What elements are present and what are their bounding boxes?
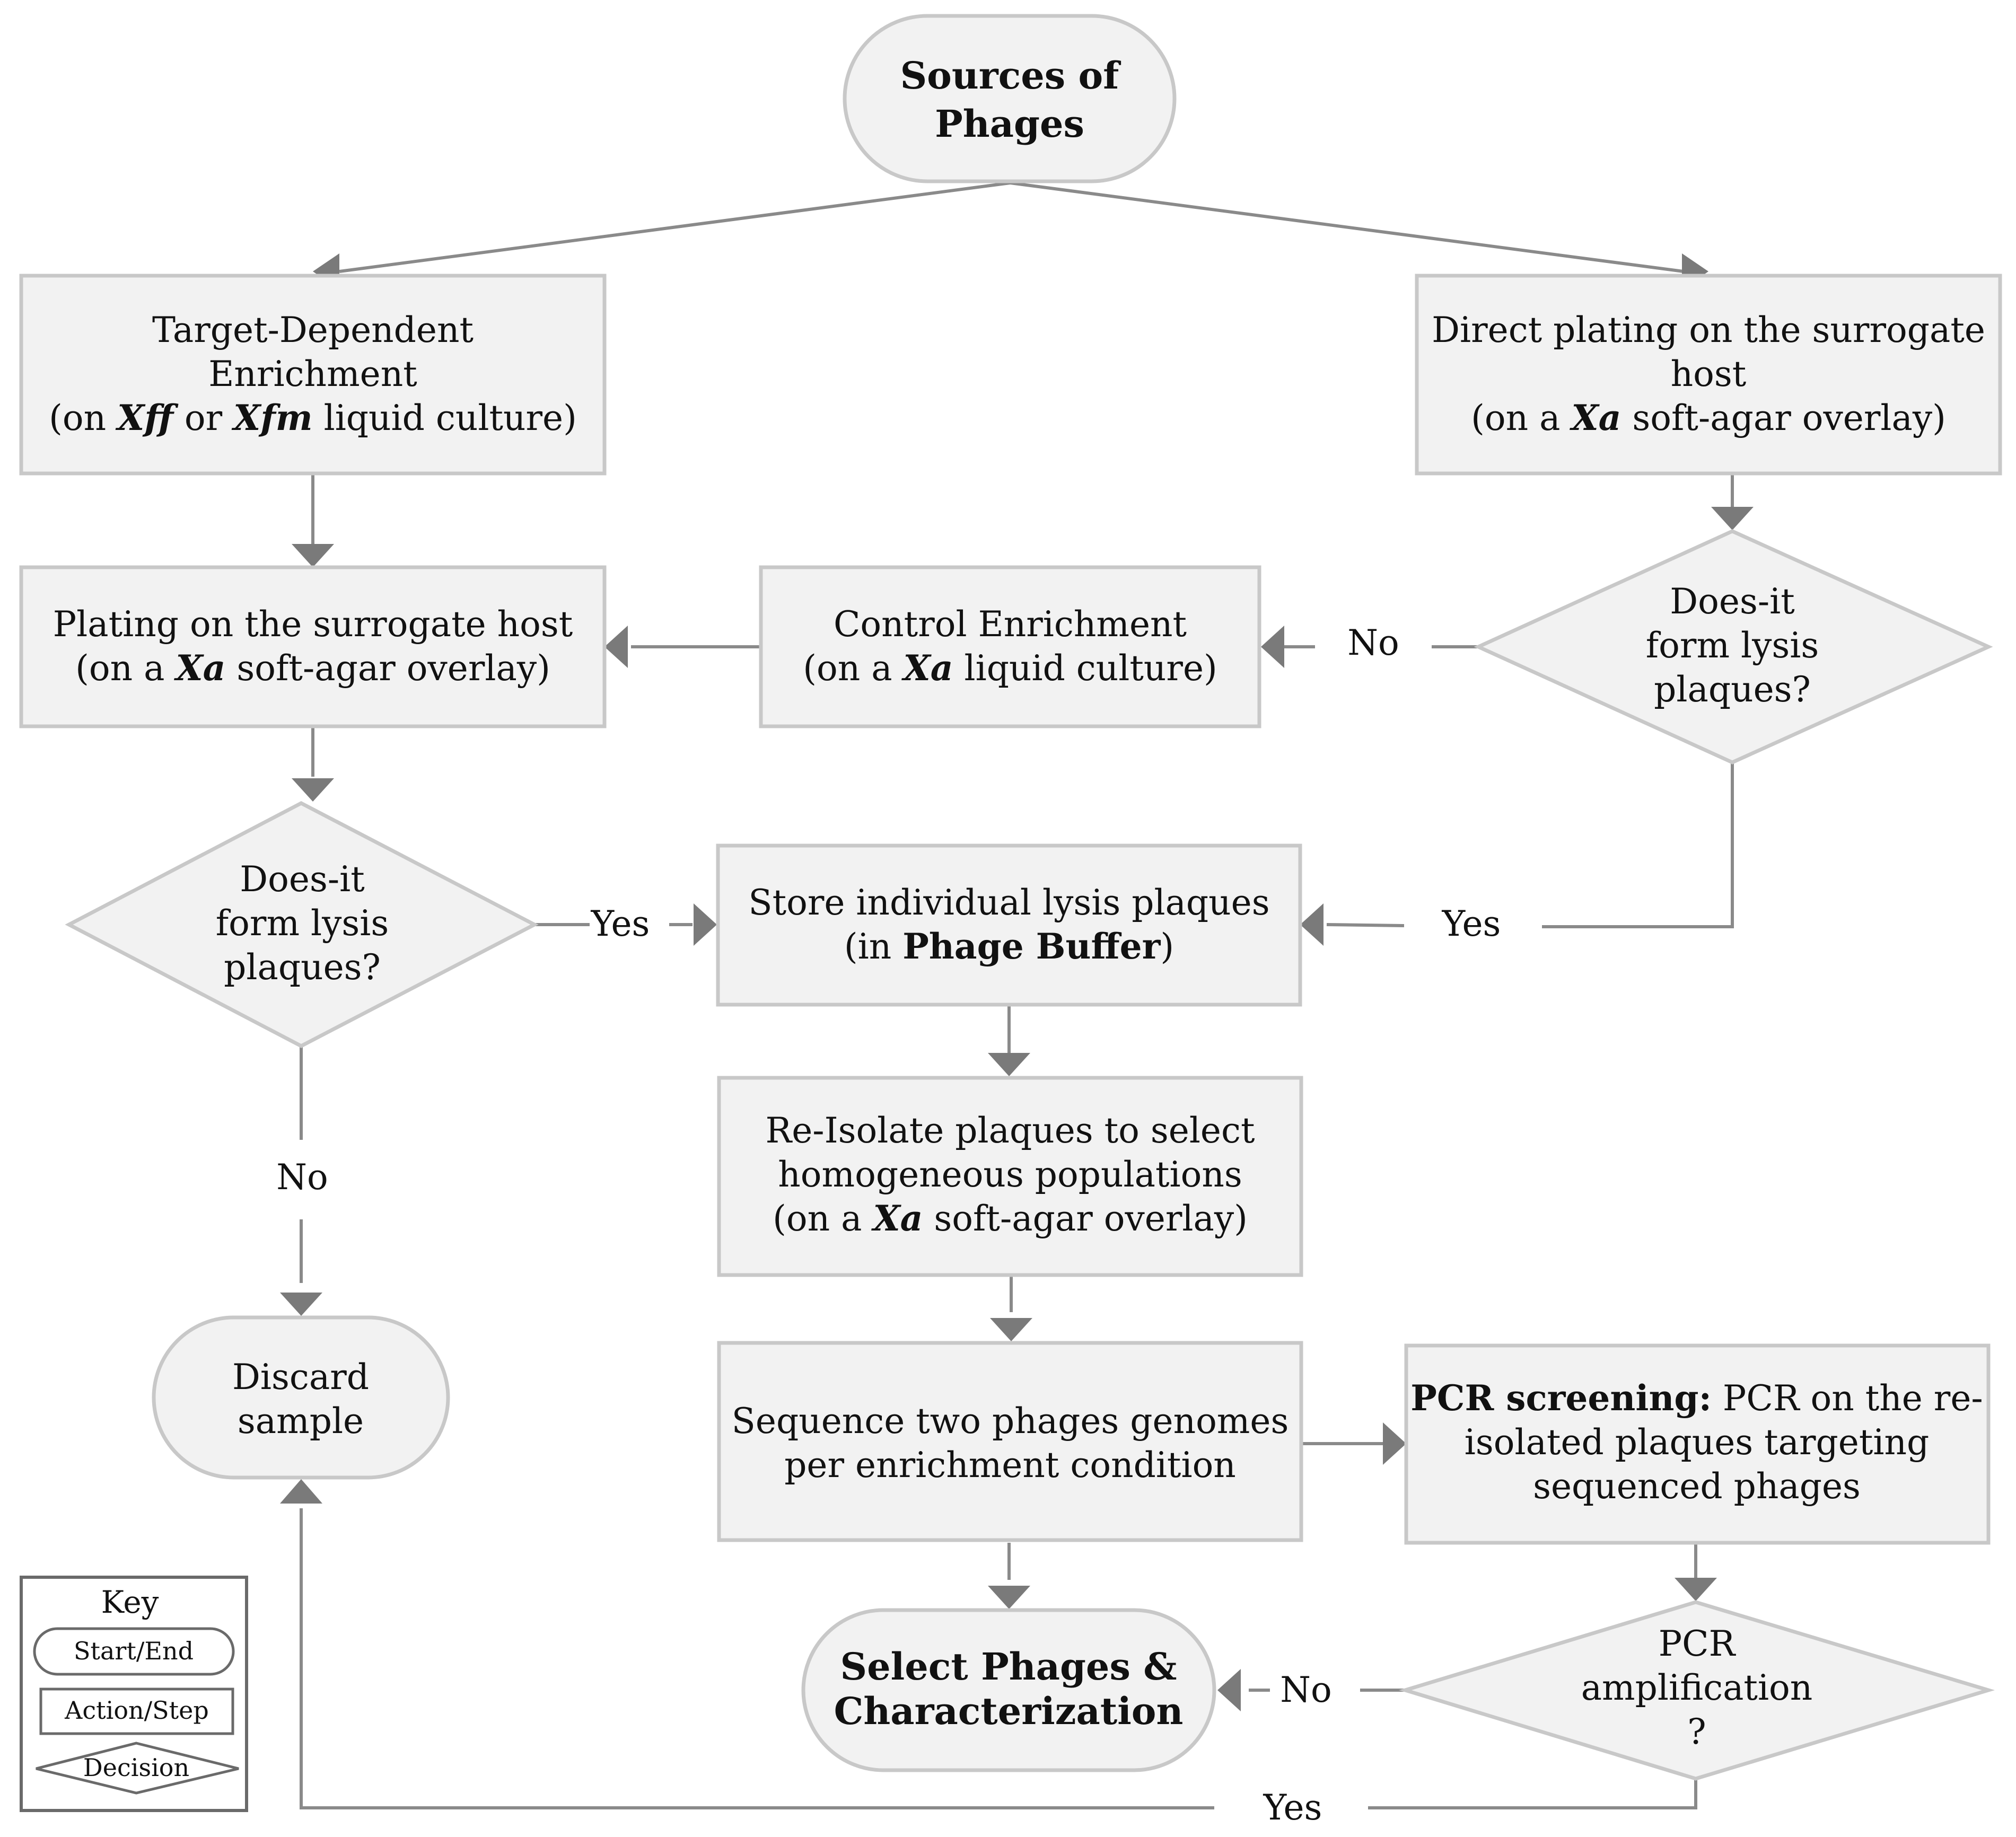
decision-right-line2: form lysis <box>1646 625 1819 666</box>
control-line2: (on a Xa liquid culture) <box>803 647 1217 689</box>
target-line1: Target-Dependent <box>152 310 474 350</box>
reisolate-line3: (on a Xa soft-agar overlay) <box>773 1198 1248 1239</box>
box-direct-plating <box>1415 274 2002 476</box>
sequence-line2: per enrichment condition <box>784 1445 1236 1486</box>
terminator-discard <box>152 1315 450 1480</box>
key-title: Key <box>101 1584 159 1620</box>
arrowhead <box>990 1318 1032 1341</box>
reisolate-line2: homogeneous populations <box>778 1154 1242 1195</box>
decision-left-line3: plaques? <box>224 947 381 988</box>
shapes <box>19 14 2002 1781</box>
box-pcr-screening <box>1404 1343 1991 1545</box>
edge-label-yes-pcr: Yes <box>1263 1787 1322 1828</box>
key-decision-label: Decision <box>83 1753 189 1782</box>
key-action-step-label: Action/Step <box>64 1696 209 1725</box>
edge-label-yes-left: Yes <box>591 903 650 944</box>
edge-decision-right-yes-b <box>1326 923 1405 927</box>
decision-right-line1: Does-it <box>1670 581 1795 622</box>
target-line2: Enrichment <box>208 354 417 394</box>
box-reisolate <box>717 1076 1303 1277</box>
direct-line1: Direct plating on the surrogate <box>1432 310 1985 350</box>
edge-pcr-yes-a <box>1368 1780 1697 1809</box>
edge-label-no-pcr: No <box>1280 1669 1332 1710</box>
direct-line2: host <box>1671 354 1747 394</box>
arrowhead <box>292 544 334 567</box>
decision-right-line3: plaques? <box>1654 669 1811 710</box>
arrowhead <box>1261 626 1284 668</box>
box-store-plaques <box>716 843 1302 1007</box>
key-start-end-label: Start/End <box>74 1637 194 1665</box>
sources-line2: Phages <box>935 102 1084 146</box>
key-decision-shape <box>36 1742 239 1795</box>
box-target-dependent <box>19 274 607 476</box>
plating-line1: Plating on the surrogate host <box>53 604 573 645</box>
arrowheads <box>280 253 1754 1711</box>
decision-pcr <box>1398 1600 1995 1781</box>
pcr-screening-line1: PCR screening: PCR on the re- <box>1410 1377 1983 1419</box>
select-phages-line1: Select Phages & <box>840 1645 1177 1689</box>
target-line3: (on Xff or Xfm liquid culture) <box>49 397 577 438</box>
arrowhead <box>280 1293 322 1316</box>
select-phages-line2: Characterization <box>834 1689 1184 1733</box>
sequence-line1: Sequence two phages genomes <box>732 1401 1289 1442</box>
plating-line2: (on a Xa soft-agar overlay) <box>75 647 550 689</box>
decision-left-line1: Does-it <box>240 859 365 900</box>
arrowhead <box>1300 903 1323 946</box>
key-action-step-shape <box>39 1687 234 1735</box>
decision-right <box>1474 529 1993 764</box>
arrowhead <box>694 903 717 946</box>
edge-sources-to-direct <box>1010 181 1684 273</box>
node-labels: Sources of Phages Target-Dependent Enric… <box>49 54 1985 1752</box>
pcr-screening-line2: isolated plaques targeting <box>1465 1422 1929 1463</box>
edge-sources-to-target <box>339 181 1011 273</box>
pcr-decision-line2: amplification <box>1581 1667 1813 1708</box>
edge-label-no-right: No <box>1347 622 1399 663</box>
arrowhead <box>1711 507 1754 530</box>
reisolate-line1: Re-Isolate plaques to select <box>766 1110 1255 1151</box>
decision-left-line2: form lysis <box>216 903 389 944</box>
edge-label-yes-right: Yes <box>1442 903 1501 944</box>
box-plating-surrogate <box>19 565 607 728</box>
store-line2: (in Phage Buffer) <box>844 926 1174 967</box>
arrowhead <box>280 1479 322 1504</box>
pcr-screening-line3: sequenced phages <box>1533 1466 1861 1507</box>
key-start-end-shape <box>33 1627 235 1676</box>
terminator-sources <box>843 14 1177 183</box>
direct-line3: (on a Xa soft-agar overlay) <box>1471 397 1946 438</box>
decision-left <box>65 801 539 1048</box>
pcr-decision-line1: PCR <box>1659 1623 1737 1664</box>
box-sequence <box>717 1341 1303 1542</box>
pcr-decision-line3: ? <box>1687 1711 1706 1752</box>
arrowhead <box>292 778 334 802</box>
arrowhead <box>1675 1578 1717 1601</box>
box-control-enrichment <box>759 565 1261 728</box>
edge-pcr-yes-to-discard <box>300 1508 1214 1809</box>
arrowhead <box>988 1586 1030 1609</box>
arrowhead <box>1383 1422 1406 1465</box>
edge-labels: No Yes Yes No No Yes <box>276 622 1501 1828</box>
discard-line1: Discard <box>232 1357 369 1397</box>
arrowhead <box>988 1053 1030 1076</box>
edge-decision-right-yes <box>1542 763 1734 928</box>
arrowhead <box>604 626 628 668</box>
terminator-select-phages <box>801 1608 1216 1772</box>
connectors <box>300 181 1734 1809</box>
store-line1: Store individual lysis plaques <box>748 882 1269 923</box>
sources-line1: Sources of <box>900 54 1121 98</box>
key-legend: Key Start/End Action/Step Decision <box>20 1576 248 1812</box>
edge-label-no-left: No <box>276 1157 328 1198</box>
control-line1: Control Enrichment <box>834 604 1187 645</box>
discard-line2: sample <box>238 1401 364 1442</box>
arrowhead <box>1217 1669 1241 1711</box>
